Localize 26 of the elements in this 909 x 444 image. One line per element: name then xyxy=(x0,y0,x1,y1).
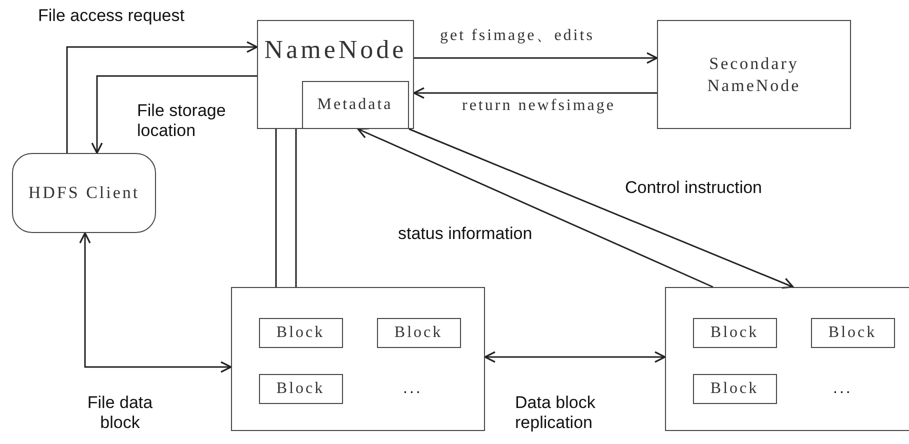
arrow xyxy=(66,41,258,153)
storage-box xyxy=(665,287,909,431)
block-box: Block xyxy=(258,374,342,404)
arrow xyxy=(408,128,794,289)
arrow xyxy=(357,128,714,288)
edge-label: get fsimage、edits xyxy=(440,27,594,46)
arrow xyxy=(91,75,257,154)
metadata-box: Metadata xyxy=(302,80,408,128)
arrow xyxy=(79,232,232,373)
arrow xyxy=(414,52,658,64)
box-title: NameNode xyxy=(264,35,407,65)
block-box: Block xyxy=(376,318,460,348)
ellipsis-text: ... xyxy=(403,380,422,398)
block-box: Block xyxy=(810,318,894,348)
block-box: Block xyxy=(258,318,342,348)
block-box: Block xyxy=(692,374,776,404)
storage-box xyxy=(231,287,485,431)
arrow xyxy=(484,351,666,363)
block-box: Block xyxy=(692,318,776,348)
client-box: HDFS Client xyxy=(12,153,156,233)
server-box xyxy=(257,20,414,129)
server-box: Secondary NameNode xyxy=(657,20,851,129)
ellipsis-text: ... xyxy=(833,380,852,398)
arrow xyxy=(413,87,657,99)
edge-label: File access request xyxy=(38,6,184,26)
edge-label: return newfsimage xyxy=(462,97,616,116)
